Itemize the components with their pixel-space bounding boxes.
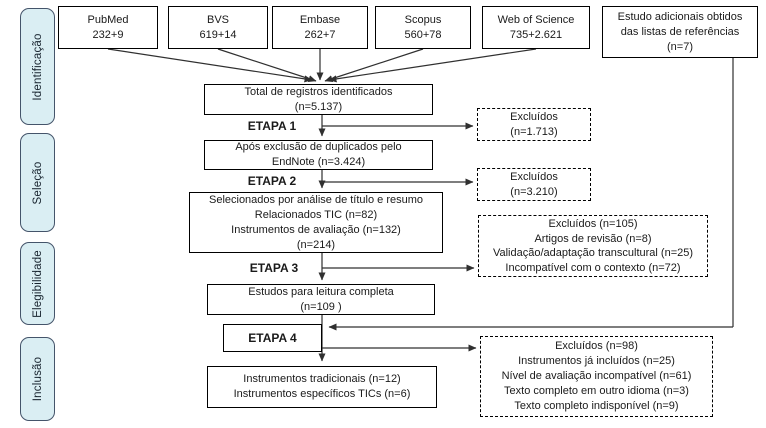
etapa3-label: ETAPA 3 <box>249 261 299 275</box>
source-count: 619+14 <box>199 28 237 41</box>
etapa4-box: ETAPA 4 <box>223 324 322 352</box>
additional-line: (n=7) <box>667 40 693 53</box>
excluded4-line: Texto completo indisponível (n=9) <box>514 400 679 412</box>
excluded2-line: Excluídos <box>510 170 558 183</box>
source-count: 262+7 <box>304 28 336 41</box>
stage-elegibilidade-label: Elegibilidade <box>31 249 44 318</box>
source-box-scopus: Scopus 560+78 <box>375 6 471 49</box>
excluded4-line: Excluídos (n=98) <box>555 340 638 352</box>
additional-line: das listas de referências <box>620 25 740 38</box>
source-name: BVS <box>206 13 229 26</box>
screened-line: Instrumentos de avaliação (n=132) <box>231 223 401 236</box>
excluded2-line: (n=3.210) <box>510 185 558 198</box>
source-name: Embase <box>299 13 341 26</box>
etapa2-label: ETAPA 2 <box>247 174 297 188</box>
additional-line: Estudo adicionais obtidos <box>617 10 743 23</box>
excluded4-line: Instrumentos já incluídos (n=25) <box>518 355 675 367</box>
included-box: Instrumentos tradicionais (n=12) Instrum… <box>207 366 437 408</box>
source-box-embase: Embase 262+7 <box>272 6 368 49</box>
fulltext-line: (n=109 ) <box>300 300 342 313</box>
screened-line: Selecionados por análise de título e res… <box>208 193 424 206</box>
dedup-box: Após exclusão de duplicados pelo EndNote… <box>204 140 433 170</box>
total-line: Total de registros identificados <box>244 85 393 98</box>
source-box-pubmed: PubMed 232+9 <box>58 6 158 49</box>
excluded2-box: Excluídos (n=3.210) <box>477 168 591 201</box>
excluded3-line: Incompatível com o contexto (n=72) <box>505 261 681 274</box>
stage-identificacao: Identificação <box>20 8 55 125</box>
excluded4-line: Texto completo em outro idioma (n=3) <box>504 385 689 397</box>
stage-inclusao-label: Inclusão <box>31 356 44 402</box>
source-box-bvs: BVS 619+14 <box>168 6 268 49</box>
excluded3-box: Excluídos (n=105) Artigos de revisão (n=… <box>478 215 708 277</box>
total-records-box: Total de registros identificados (n=5.13… <box>204 84 433 115</box>
stage-elegibilidade: Elegibilidade <box>20 242 55 325</box>
screened-box: Selecionados por análise de título e res… <box>189 192 443 253</box>
excluded4-line: Nível de avaliação incompatível (n=61) <box>501 370 692 382</box>
excluded1-line: Excluídos <box>510 110 558 123</box>
source-name: Scopus <box>404 13 442 26</box>
screened-line: Relacionados TIC (n=82) <box>254 208 378 221</box>
source-count: 735+2.621 <box>509 28 563 41</box>
stage-inclusao: Inclusão <box>20 337 55 421</box>
included-line: Instrumentos específicos TICs (n=6) <box>233 388 411 400</box>
source-count: 232+9 <box>92 28 124 41</box>
etapa1-label: ETAPA 1 <box>247 119 297 133</box>
source-count: 560+78 <box>404 28 442 41</box>
excluded3-line: Artigos de revisão (n=8) <box>534 232 652 245</box>
excluded1-box: Excluídos (n=1.713) <box>477 108 591 141</box>
dedup-line: Após exclusão de duplicados pelo <box>235 141 402 153</box>
stage-identificacao-label: Identificação <box>31 32 44 101</box>
excluded1-line: (n=1.713) <box>510 125 558 138</box>
included-line: Instrumentos tradicionais (n=12) <box>243 373 401 385</box>
fulltext-line: Estudos para leitura completa <box>248 285 394 298</box>
stage-selecao: Seleção <box>20 133 55 232</box>
excluded3-line: Excluídos (n=105) <box>548 218 638 230</box>
screened-line: (n=214) <box>296 238 336 251</box>
total-line: (n=5.137) <box>294 100 343 113</box>
etapa4-label: ETAPA 4 <box>248 331 297 345</box>
source-box-web-of-science: Web of Science 735+2.621 <box>482 6 590 49</box>
source-name: Web of Science <box>497 13 575 26</box>
source-name: PubMed <box>87 13 129 26</box>
additional-studies-box: Estudo adicionais obtidos das listas de … <box>602 6 758 58</box>
excluded4-box: Excluídos (n=98) Instrumentos já incluíd… <box>480 336 713 417</box>
dedup-line: EndNote (n=3.424) <box>271 156 366 168</box>
fulltext-box: Estudos para leitura completa (n=109 ) <box>207 284 435 315</box>
stage-selecao-label: Seleção <box>31 161 44 204</box>
excluded3-line: Validação/adaptação transcultural (n=25) <box>492 247 694 259</box>
